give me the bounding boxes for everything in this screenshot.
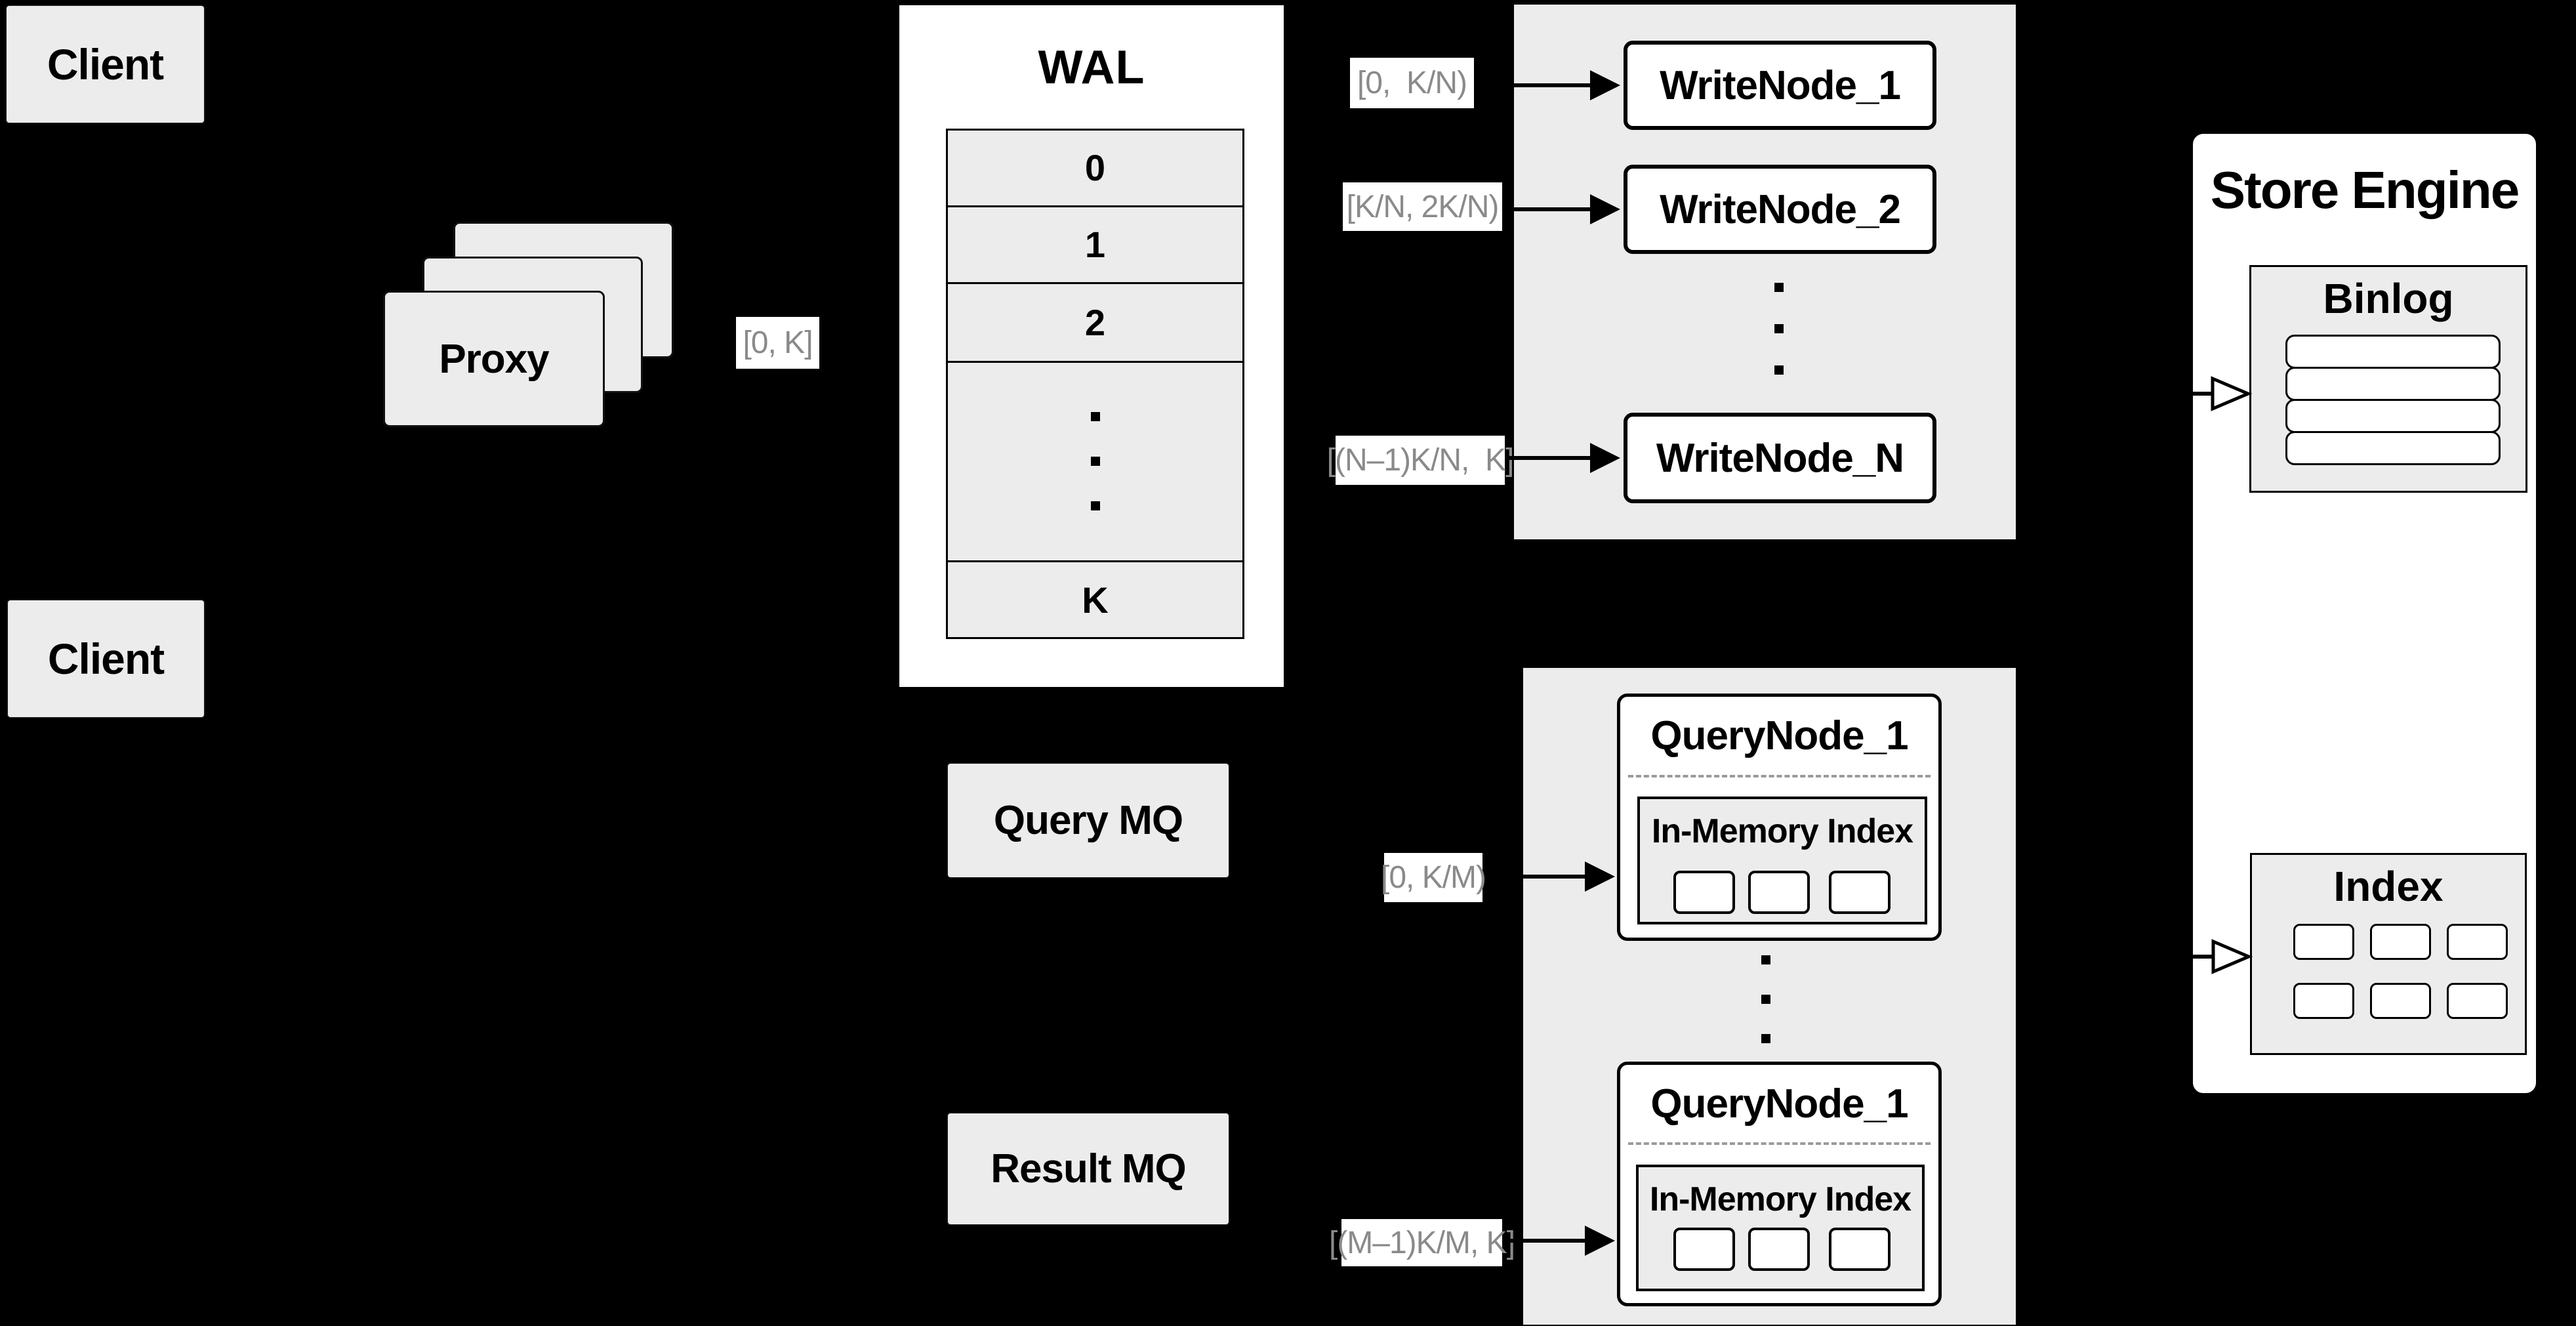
querynode-box-top: QueryNode_1 In-Memory Index bbox=[1617, 694, 1942, 941]
querynode-box-bottom: QueryNode_1 In-Memory Index bbox=[1617, 1062, 1942, 1306]
index-cell bbox=[2293, 924, 2354, 960]
wal-title: WAL bbox=[1038, 41, 1145, 94]
wal-segment-0: 0 bbox=[948, 131, 1242, 207]
range-label-proxy-out: [0, K] bbox=[736, 317, 819, 369]
wal-segment-1: 1 bbox=[948, 207, 1242, 284]
index-segment-cell bbox=[1748, 1228, 1810, 1271]
in-memory-index-box: In-Memory Index bbox=[1637, 797, 1927, 924]
ellipsis-dot bbox=[1774, 324, 1784, 333]
range-label-querynode-m: [(M–1)K/M, K] bbox=[1329, 1219, 1515, 1266]
ellipsis-dot bbox=[1761, 995, 1770, 1004]
query-mq-box: Query MQ bbox=[947, 762, 1230, 879]
in-memory-index-title: In-Memory Index bbox=[1651, 812, 1913, 850]
index-cell bbox=[2370, 924, 2431, 960]
ellipsis-dot bbox=[1774, 283, 1784, 292]
querynode-ellipsis bbox=[1761, 955, 1770, 1043]
proxy-box: Proxy bbox=[383, 291, 605, 427]
ellipsis-dot bbox=[1090, 457, 1100, 466]
index-title: Index bbox=[2333, 863, 2443, 910]
querynode-title: QueryNode_1 bbox=[1650, 1081, 1908, 1127]
querynode-title: QueryNode_1 bbox=[1650, 713, 1908, 758]
in-memory-index-box: In-Memory Index bbox=[1636, 1165, 1925, 1291]
index-cell bbox=[2370, 983, 2431, 1019]
wal-segment-table: 0 1 2 K bbox=[946, 129, 1244, 639]
binlog-row bbox=[2285, 367, 2501, 401]
index-segment-cell bbox=[1673, 871, 1735, 914]
index-segment-cell bbox=[1748, 871, 1810, 914]
range-label-writenode-1: [0, K/N) bbox=[1350, 58, 1474, 108]
binlog-title: Binlog bbox=[2323, 275, 2454, 322]
binlog-row bbox=[2285, 399, 2501, 433]
wal-ellipsis bbox=[948, 363, 1242, 563]
ellipsis-dot bbox=[1761, 955, 1770, 964]
writenode-ellipsis bbox=[1774, 283, 1784, 375]
store-engine-title: Store Engine bbox=[2210, 161, 2520, 219]
binlog-row bbox=[2285, 335, 2501, 369]
range-label-writenode-n: [(N–1)K/N, K] bbox=[1327, 436, 1514, 485]
client-box-bottom: Client bbox=[7, 599, 205, 718]
dashed-divider bbox=[1628, 1142, 1931, 1145]
range-label-writenode-2: [K/N, 2K/N) bbox=[1343, 182, 1502, 231]
ellipsis-dot bbox=[1774, 365, 1784, 375]
writenode-n-box: WriteNode_N bbox=[1624, 413, 1936, 503]
binlog-rows bbox=[2285, 335, 2501, 465]
binlog-row bbox=[2285, 431, 2501, 465]
index-segment-cell bbox=[1829, 1228, 1891, 1271]
index-box: Index bbox=[2250, 853, 2527, 1055]
ellipsis-dot bbox=[1090, 412, 1100, 422]
ellipsis-dot bbox=[1761, 1034, 1770, 1043]
wal-panel: WAL 0 1 2 K bbox=[897, 3, 1286, 690]
ellipsis-dot bbox=[1090, 501, 1100, 511]
result-mq-box: Result MQ bbox=[947, 1112, 1230, 1226]
writenode-2-box: WriteNode_2 bbox=[1624, 165, 1936, 254]
writenode-1-box: WriteNode_1 bbox=[1624, 41, 1936, 130]
index-cell bbox=[2447, 924, 2508, 960]
index-segment-cell bbox=[1673, 1228, 1735, 1271]
binlog-box: Binlog bbox=[2249, 265, 2527, 493]
index-cell bbox=[2447, 983, 2508, 1019]
index-segment-cell bbox=[1829, 871, 1891, 914]
client-box-top: Client bbox=[5, 5, 205, 124]
range-label-querynode-1: [0, K/M) bbox=[1381, 853, 1486, 902]
dashed-divider bbox=[1628, 775, 1931, 777]
wal-segment-k: K bbox=[1082, 579, 1109, 621]
index-cell bbox=[2293, 983, 2354, 1019]
wal-segment-2: 2 bbox=[948, 284, 1242, 363]
in-memory-index-title: In-Memory Index bbox=[1649, 1180, 1912, 1218]
